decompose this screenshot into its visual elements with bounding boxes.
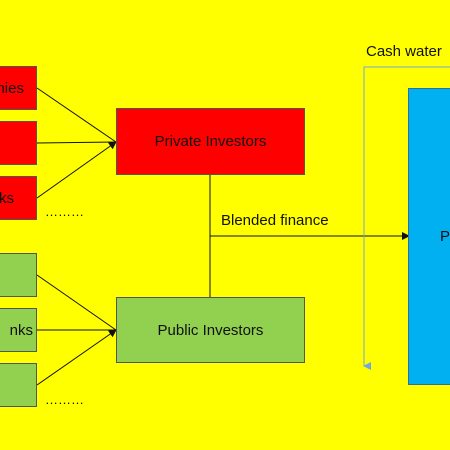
public-source-box-3 — [0, 363, 37, 407]
public-source-box-2: nks — [0, 308, 37, 352]
private-source-box-2 — [0, 121, 37, 165]
blended-finance-label: Blended finance — [221, 212, 329, 229]
ellipsis-bottom: ……… — [45, 392, 84, 407]
connector-bottom-3 — [36, 329, 117, 386]
private-source-box-3: ks — [0, 176, 37, 220]
private-investors-box: Private Investors — [116, 108, 305, 175]
private-source-box-1: nies — [0, 66, 37, 110]
connector-bottom-1 — [36, 274, 117, 331]
public-source-label-2: nks — [9, 321, 33, 339]
connector-top-3 — [36, 141, 117, 199]
connector-top-1 — [36, 87, 117, 143]
private-source-label-1: nies — [0, 79, 24, 97]
public-investors-box: Public Investors — [116, 297, 305, 363]
private-source-label-3: ks — [0, 189, 14, 207]
cash-waterfall-line — [363, 66, 450, 370]
cash-waterfall-label: Cash water — [366, 43, 442, 60]
public-investors-label: Public Investors — [157, 321, 264, 339]
connector-top-2 — [36, 141, 117, 144]
project-box-label: P — [440, 228, 450, 245]
ellipsis-top: ……… — [45, 204, 84, 219]
private-investors-label: Private Investors — [154, 133, 267, 150]
project-box: P — [408, 88, 450, 385]
public-source-box-1 — [0, 253, 37, 297]
